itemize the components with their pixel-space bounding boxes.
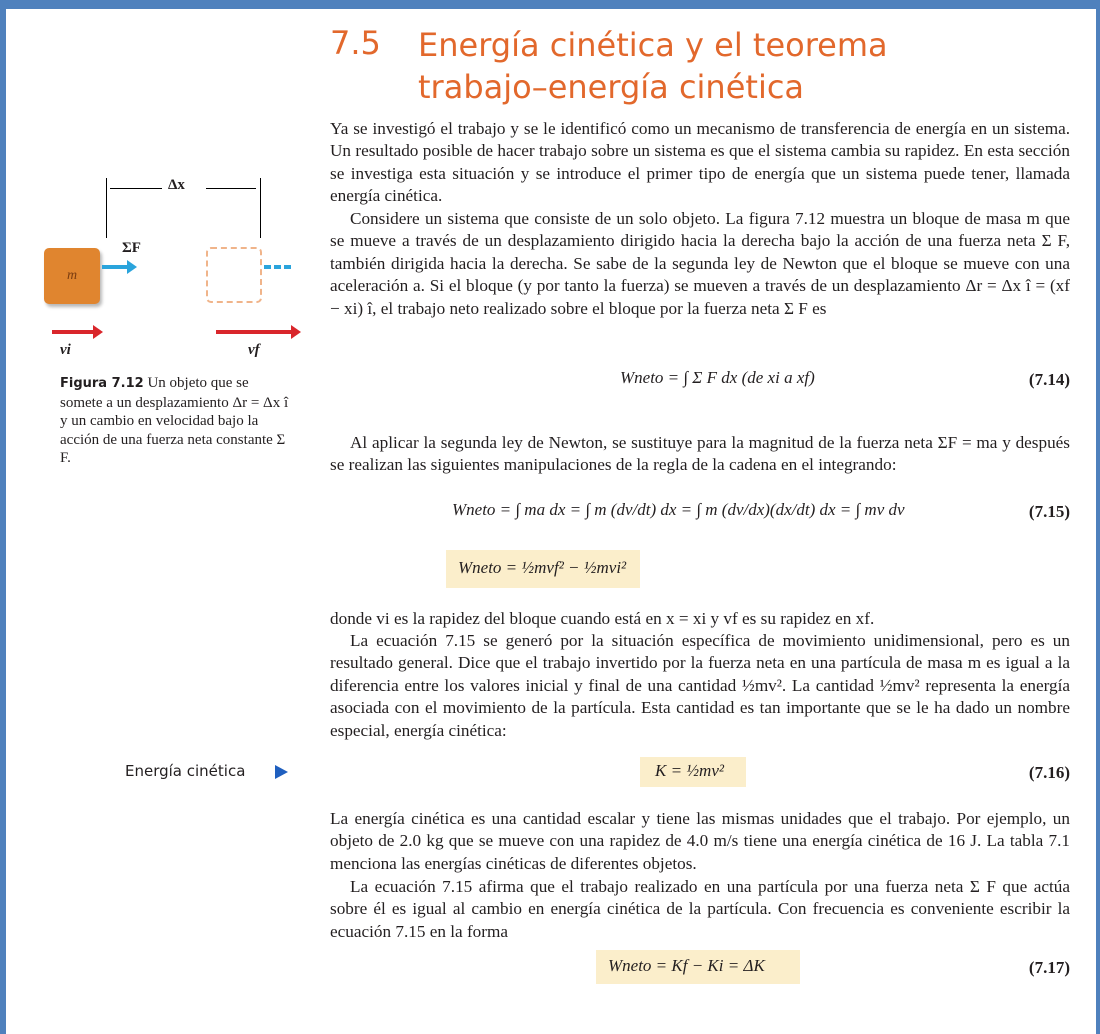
- left-border: [0, 0, 6, 1034]
- paragraph-4: donde vi es la rapidez del bloque cuando…: [330, 609, 875, 628]
- vf-label: vf: [248, 342, 260, 358]
- dx-label: Δx: [168, 177, 185, 193]
- vi-label: vi: [60, 342, 71, 358]
- paragraph-5: La ecuación 7.15 se generó por la situac…: [330, 631, 1070, 740]
- force-arrow: [102, 260, 137, 274]
- dx-right-tick: [260, 178, 261, 238]
- dx-line-left: [110, 188, 162, 189]
- dx-line-right: [206, 188, 256, 189]
- paragraph-3: Al aplicar la segunda ley de Newton, se …: [330, 433, 1070, 475]
- equation-number-7-16: (7.16): [1028, 763, 1070, 782]
- force-dash-1: [264, 265, 271, 269]
- force-label: ΣF: [122, 240, 141, 256]
- paragraph-1: Ya se investigó el trabajo y se le ident…: [330, 119, 1070, 206]
- highlight-equation-7-16: [640, 757, 746, 787]
- vi-arrow: [52, 325, 103, 339]
- highlight-equation-7-17: [596, 950, 800, 984]
- block-final: [206, 247, 262, 303]
- figure-caption-text: Un objeto que se somete a un desplazamie…: [60, 375, 289, 466]
- figure-label: Figura 7.12: [60, 376, 144, 391]
- right-border: [1096, 0, 1100, 1034]
- top-border: [0, 0, 1100, 9]
- dx-left-tick: [106, 178, 107, 238]
- paragraph-6: La energía cinética es una cantidad esca…: [330, 809, 1070, 873]
- equation-number-7-17: (7.17): [1028, 958, 1070, 977]
- equation-7-14: Wneto = ∫ Σ F dx (de xi a xf): [620, 368, 815, 387]
- paragraph-2: Considere un sistema que consiste de un …: [330, 209, 1070, 318]
- block-initial: [44, 248, 100, 304]
- figure-7-12: Δx ΣF m vi vf: [30, 170, 320, 370]
- equation-7-15: Wneto = ∫ ma dx = ∫ m (dv/dt) dx = ∫ m (…: [452, 500, 905, 519]
- figure-caption: Figura 7.12 Un objeto que se somete a un…: [60, 374, 290, 468]
- force-dash-2: [274, 265, 281, 269]
- section-number: 7.5: [330, 24, 381, 62]
- force-dash-3: [284, 265, 291, 269]
- equation-7-17: Wneto = Kf − Ki = ΔK: [608, 956, 765, 975]
- margin-note-energia-cinetica: Energía cinética: [125, 762, 246, 780]
- vf-arrow: [216, 325, 301, 339]
- highlight-equation-7-15b: [446, 550, 640, 588]
- margin-triangle-icon: [275, 765, 288, 779]
- equation-number-7-14: (7.14): [1028, 370, 1070, 389]
- equation-number-7-15: (7.15): [1028, 502, 1070, 521]
- equation-7-15b: Wneto = ½mvf² − ½mvi²: [458, 558, 627, 577]
- block-mass-label: m: [66, 268, 78, 283]
- equation-7-16: K = ½mv²: [655, 761, 724, 780]
- paragraph-7: La ecuación 7.15 afirma que el trabajo r…: [330, 877, 1070, 941]
